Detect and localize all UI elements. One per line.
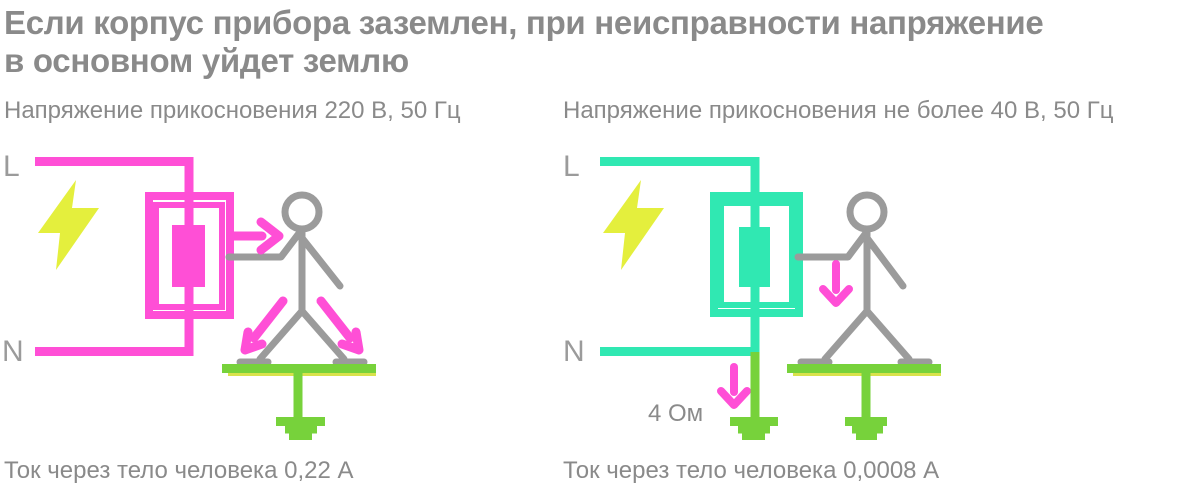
appliance-inner-case: [718, 200, 795, 308]
appliance-heating-element: [739, 227, 770, 287]
person-legs: [256, 307, 348, 363]
current-arrows: [717, 260, 853, 409]
right-subtitle: Напряжение прикосновения не более 40 В, …: [563, 97, 1114, 124]
page-title: Если корпус прибора заземлен, при неиспр…: [4, 4, 1044, 80]
leg-current-arrowhead-left-icon: [240, 327, 267, 355]
floor-and-ground: [787, 364, 941, 440]
left-diagram: L N: [2, 150, 376, 440]
live-wire-label: L: [563, 150, 580, 183]
ground-current-arrowhead-icon: [717, 387, 751, 409]
leg-current-arrow-right: [316, 296, 355, 343]
person-arm-touching: [225, 228, 304, 261]
person-head: [281, 191, 323, 233]
leg-current-arrowhead-right-icon: [337, 327, 364, 355]
page-title-line2: в основном уйдет землю: [4, 42, 409, 79]
neutral-wire-label: N: [2, 335, 24, 368]
lightning-icon: [603, 180, 664, 270]
appliance-inner-case: [153, 202, 225, 310]
floor-and-ground: [222, 364, 376, 440]
leg-current-arrow-left: [249, 296, 288, 343]
left-caption: Ток через тело человека 0,22 А: [4, 457, 354, 484]
person-legs: [821, 307, 913, 363]
protective-earth: [730, 352, 778, 440]
right-caption: Ток через тело человека 0,0008 А: [563, 457, 940, 484]
live-wire-label: L: [3, 150, 20, 183]
body-current-arrowhead-icon: [819, 285, 853, 307]
ground-resistance-label: 4 Ом: [648, 400, 703, 427]
lightning-icon: [38, 180, 99, 270]
person-figure: [225, 191, 368, 366]
person-head: [846, 191, 888, 233]
touch-current-arrowhead-icon: [256, 217, 284, 255]
left-subtitle: Напряжение прикосновения 220 В, 50 Гц: [4, 97, 461, 124]
person-arm-touching: [794, 229, 870, 261]
page-title-line1: Если корпус прибора заземлен, при неиспр…: [4, 4, 1044, 41]
neutral-wire-label: N: [563, 335, 585, 368]
person-arm-free: [863, 234, 907, 290]
person-arm-free: [298, 234, 344, 290]
appliance-heating-element: [172, 225, 205, 287]
person-figure: [794, 191, 933, 366]
current-arrows: [229, 217, 364, 355]
right-diagram: L N 4 Ом: [563, 150, 941, 440]
